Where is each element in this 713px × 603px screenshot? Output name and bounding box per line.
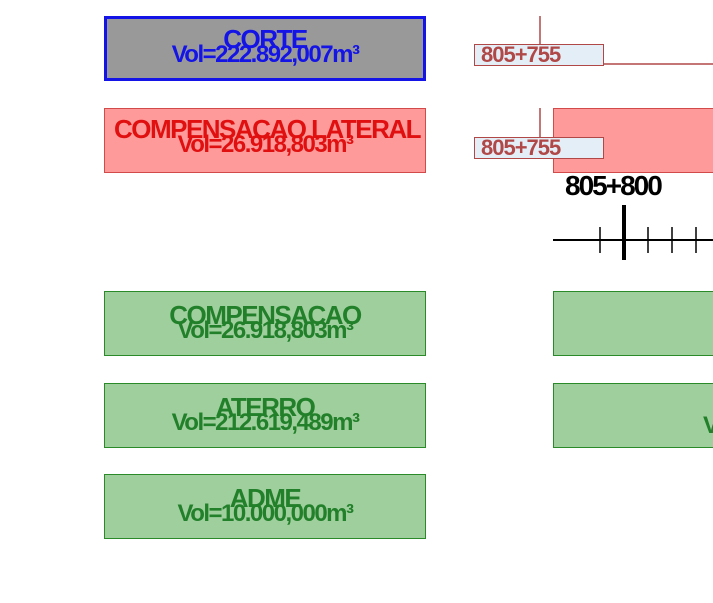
aterro-title: ATERRO	[215, 392, 316, 422]
compensacao-volume: Vol=26.918,803m³	[177, 317, 354, 344]
adme-title: ADME	[229, 483, 302, 513]
compensacao-lateral-title: COMPENSACAO LATERAL	[113, 114, 422, 144]
compensacao-lateral-block: COMPENSACAO LATERAL Vol=26.918,803m³	[104, 108, 426, 173]
right-green-block-2	[553, 383, 713, 448]
adme-block: ADME Vol=10.000,000m³	[104, 474, 426, 539]
aterro-block: ATERRO Vol=212.619,489m³	[104, 383, 426, 448]
corte-volume: Vol=222.892,007m³	[171, 41, 360, 68]
corte-block: CORTE Vol=222.892,007m³	[104, 16, 426, 81]
station-label-2: 805+755	[474, 137, 604, 159]
compensacao-block: COMPENSACAO Vol=26.918,803m³	[104, 291, 426, 356]
km-marker-label: 805+800	[565, 170, 663, 201]
compensacao-title: COMPENSACAO	[169, 300, 362, 330]
adme-volume: Vol=10.000,000m³	[177, 500, 354, 527]
right-aterro-partial-text: V	[703, 412, 713, 439]
compensacao-lateral-volume: Vol=26.918,803m³	[177, 131, 354, 158]
corte-title: CORTE	[223, 24, 308, 54]
aterro-volume: Vol=212.619,489m³	[171, 409, 360, 436]
right-green-block-1	[553, 291, 713, 356]
station-label-1: 805+755	[474, 44, 604, 66]
